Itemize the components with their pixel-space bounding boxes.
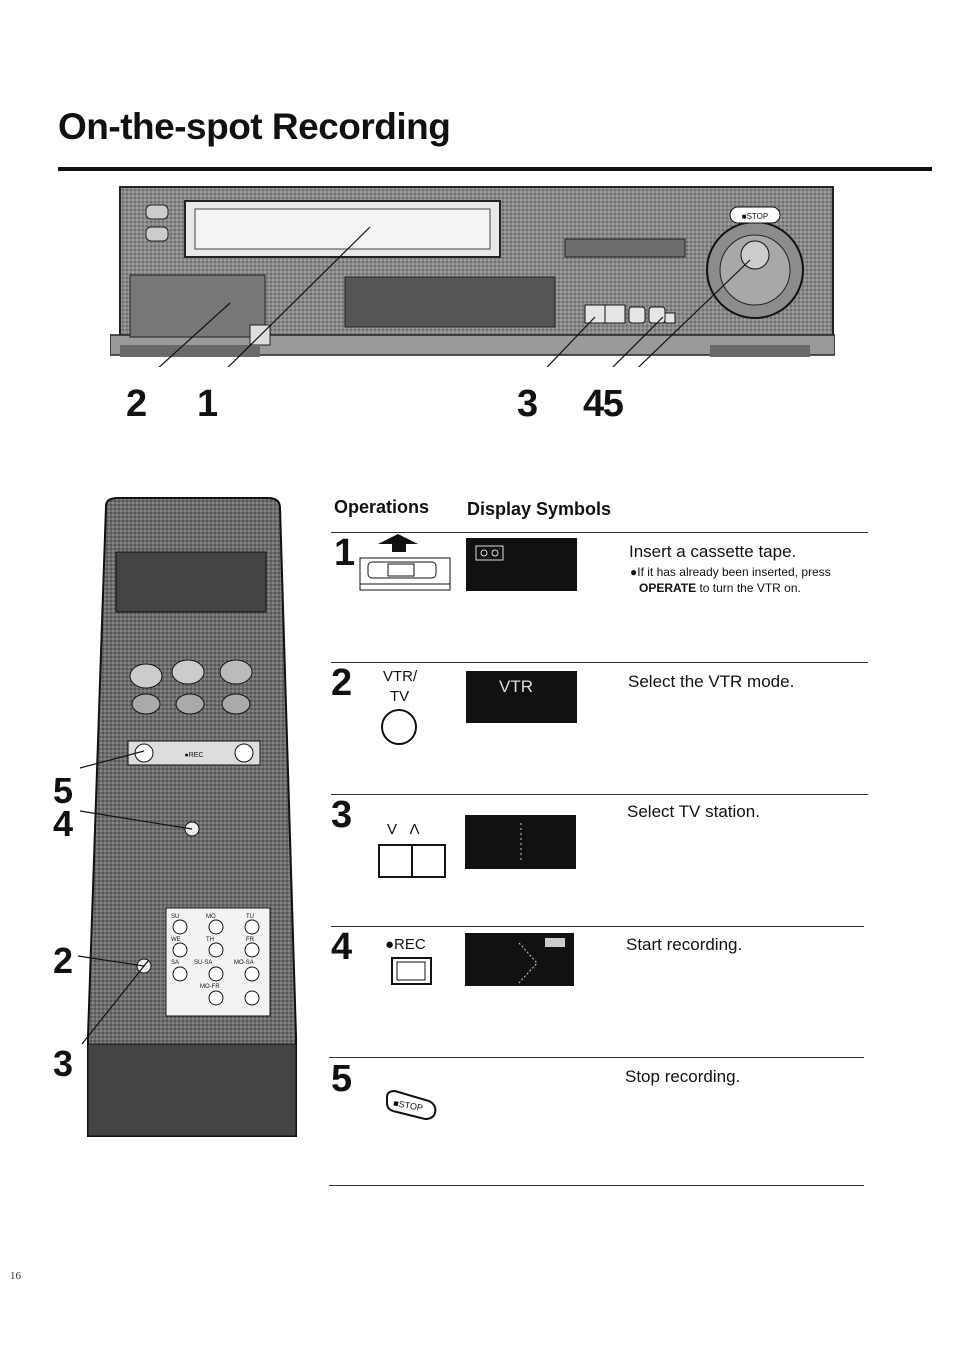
remote-day-fr: FR [246,937,255,943]
stop-button-icon: ■STOP [386,1089,437,1121]
step-2-display: VTR [466,671,577,723]
cassette-insert-icon [359,534,451,591]
vtr-display-text: VTR [499,677,533,696]
display-symbols-header: Display Symbols [467,499,612,519]
step-1-rule [331,532,868,533]
step-2-number: 2 [331,662,353,704]
step-5-rule [329,1057,864,1058]
step-3-display [465,815,576,869]
remote-day-sa: SA [171,960,179,966]
remote-callout-3: 3 [53,1043,74,1084]
title-rule [58,167,932,171]
step-1-number: 1 [334,532,356,574]
vcr-callout-1: 1 [197,383,219,425]
step-1-display [466,538,577,591]
vtr-tv-label-line1: VTR/ [383,668,418,685]
step-2-rule [331,662,868,663]
remote-day-su: SU [171,914,179,920]
step-4-number: 4 [331,926,353,968]
rec-label: ●REC [385,936,426,953]
page-number: 16 [10,1270,21,1282]
channel-buttons-icon [378,844,446,878]
operations-header: Operations [334,497,430,517]
remote-day-su-sa: SU-SA [194,960,212,966]
step-4-rule [331,926,864,927]
step-3-description: Select TV station. [627,802,760,821]
step-3-rule [331,794,868,795]
recording-display-icon [518,938,565,984]
vcr-callout-3: 3 [517,383,539,425]
channel-display-icon [520,823,522,861]
channel-up-down-label: V Λ [387,821,420,838]
remote-callout-4: 4 [53,803,74,844]
step-1-description: Insert a cassette tape. [629,542,797,561]
cassette-display-icon [475,545,504,561]
step-1-note-line1: ●If it has already been inserted, press [630,565,831,579]
remote-callout-2: 2 [53,940,74,981]
step-2-description: Select the VTR mode. [628,672,795,691]
remote-callout-5: 5 [53,770,74,811]
step-3-number: 3 [331,794,353,836]
step-1-note-line2: OPERATE to turn the VTR on. [639,580,801,596]
remote-rec-label: ●REC [184,752,203,759]
operate-keyword: OPERATE [639,581,697,595]
step-4-display [465,933,574,986]
vcr-stop-button-label: ■STOP [742,212,768,221]
vcr-callout-4-5: 4 5 [583,383,624,425]
remote-day-tu: TU [246,914,254,920]
rec-button-icon [391,957,432,985]
step-4-description: Start recording. [626,935,743,954]
vcr-callout-2: 2 [126,383,148,425]
vcr-front-panel-illustration: ■STOP [110,186,835,367]
remote-day-mo: MO [206,914,216,920]
remote-day-we: WE [171,937,181,943]
bottom-rule [329,1185,864,1186]
step-5-description: Stop recording. [625,1067,741,1086]
remote-control-illustration: ●REC SU MO TU WE TH FR SA SU-SA MO-SA MO… [77,497,297,1137]
step-5-number: 5 [331,1058,353,1100]
remote-day-mo-fr: MO-FR [200,984,220,990]
vtr-tv-label-line2: TV [390,688,410,705]
vtr-tv-button-icon [381,709,417,745]
step-1-note-rest: to turn the VTR on. [696,581,801,595]
page-title: On-the-spot Recording [58,106,451,147]
remote-day-mo-sa: MO-SA [234,960,254,966]
remote-day-th: TH [206,937,214,943]
